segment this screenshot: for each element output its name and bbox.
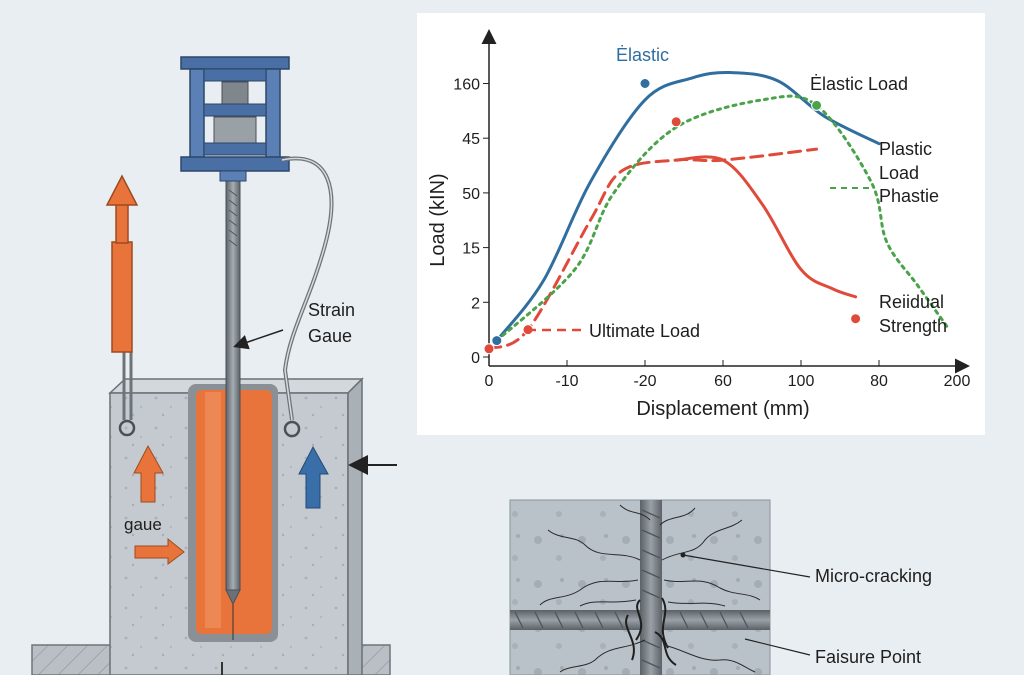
- gauge-label: gaue: [124, 515, 162, 534]
- elastic-annotation: Ėlastic: [616, 45, 669, 65]
- data-point-marker: [491, 335, 503, 347]
- x-axis-label: Displacement (mm): [636, 398, 809, 420]
- x-tick-label: -20: [633, 373, 656, 390]
- up-arrow-blue: [298, 445, 329, 509]
- x-tick-label: 200: [944, 373, 971, 390]
- plastic-annotation: Phastie: [879, 186, 939, 206]
- failure-point-leader: [744, 638, 811, 656]
- y-tick-label: 15: [462, 241, 480, 258]
- y-tick-label: 160: [453, 77, 480, 94]
- plastic-load-annotation-line1: Plastic: [879, 139, 932, 159]
- strain-gauge-cable: [281, 156, 334, 438]
- series-line-solid-blue: [495, 70, 881, 343]
- micro-cracks: [539, 504, 761, 673]
- plastic-load-annotation-line2: Load: [879, 163, 919, 183]
- y-tick-label: 0: [471, 350, 480, 367]
- data-point-marker: [670, 116, 682, 128]
- data-point-marker: [811, 99, 823, 111]
- ultimate-load-annotation: Ultimate Load: [589, 321, 700, 341]
- chart-markers: [483, 78, 862, 355]
- series-line-solid-red: [674, 155, 858, 299]
- hydraulic-jack: [180, 56, 290, 182]
- x-tick-label: 80: [870, 373, 888, 390]
- x-tick-label: -10: [555, 373, 578, 390]
- strain-gauge-label-line1: Strain: [308, 300, 355, 320]
- up-arrow-orange: [133, 444, 164, 503]
- failure-point-label: Faisure Point: [815, 647, 921, 667]
- rebar-detail-inset: [509, 499, 811, 675]
- y-tick-label: 2: [471, 295, 480, 312]
- x-tick-label: 0: [485, 373, 494, 390]
- residual-annotation-line1: Reiidual: [879, 292, 944, 312]
- x-tick-label: 100: [788, 373, 815, 390]
- anchor-rod: [221, 169, 241, 675]
- gauge-pointer-arrow: [233, 329, 284, 350]
- chart-ticks: 0 -10 -20 60 100 80 200 0 2 15 50 45 160: [453, 77, 970, 391]
- data-point-marker: [639, 78, 651, 89]
- x-tick-label: 60: [714, 373, 732, 390]
- strain-gauge-label-line2: Gaue: [308, 326, 352, 346]
- y-tick-label: 45: [462, 131, 480, 148]
- pull-arrow-large: [105, 174, 139, 353]
- data-point-marker: [850, 313, 862, 325]
- y-axis-label: Load (kIN): [427, 173, 449, 266]
- right-arrow-orange: [134, 537, 185, 565]
- y-tick-label: 50: [462, 186, 480, 203]
- left-gauge-hanger: [118, 343, 136, 437]
- series-line-dotted-green: [495, 94, 951, 343]
- micro-cracking-leader: [682, 554, 811, 578]
- micro-cracking-label: Micro-cracking: [815, 566, 932, 586]
- elastic-load-annotation: Ėlastic Load: [810, 74, 908, 94]
- data-point-marker: [483, 343, 495, 355]
- residual-annotation-line2: Strength: [879, 316, 947, 336]
